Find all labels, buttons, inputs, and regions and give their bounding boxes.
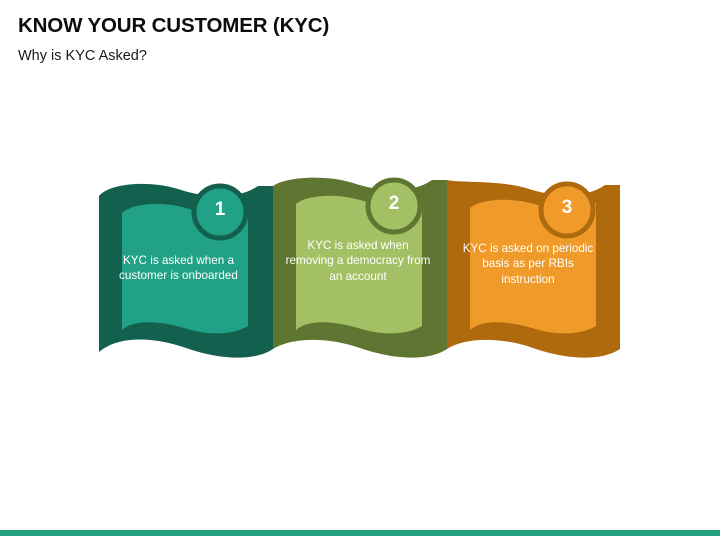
step-badge-2-number: 2 <box>388 193 400 214</box>
footer-accent-bar <box>0 530 720 536</box>
step-3-text: KYC is asked on periodic basis as per RB… <box>462 242 594 286</box>
step-badge-3[interactable] <box>538 181 596 239</box>
step-1-text: KYC is asked when a customer is onboarde… <box>119 254 238 283</box>
step-2-text: KYC is asked when removing a democracy f… <box>285 239 431 283</box>
step-badge-3-number: 3 <box>561 197 573 218</box>
step-badge-1-number: 1 <box>214 199 226 220</box>
step-badge-2[interactable] <box>365 177 423 235</box>
page-subtitle: Why is KYC Asked? <box>18 48 147 64</box>
page-title: KNOW YOUR CUSTOMER (KYC) <box>18 14 330 37</box>
step-badge-1[interactable] <box>191 183 249 241</box>
badge-3-ring <box>538 181 596 239</box>
badge-1-ring <box>191 183 249 241</box>
badge-2-ring <box>365 177 423 235</box>
